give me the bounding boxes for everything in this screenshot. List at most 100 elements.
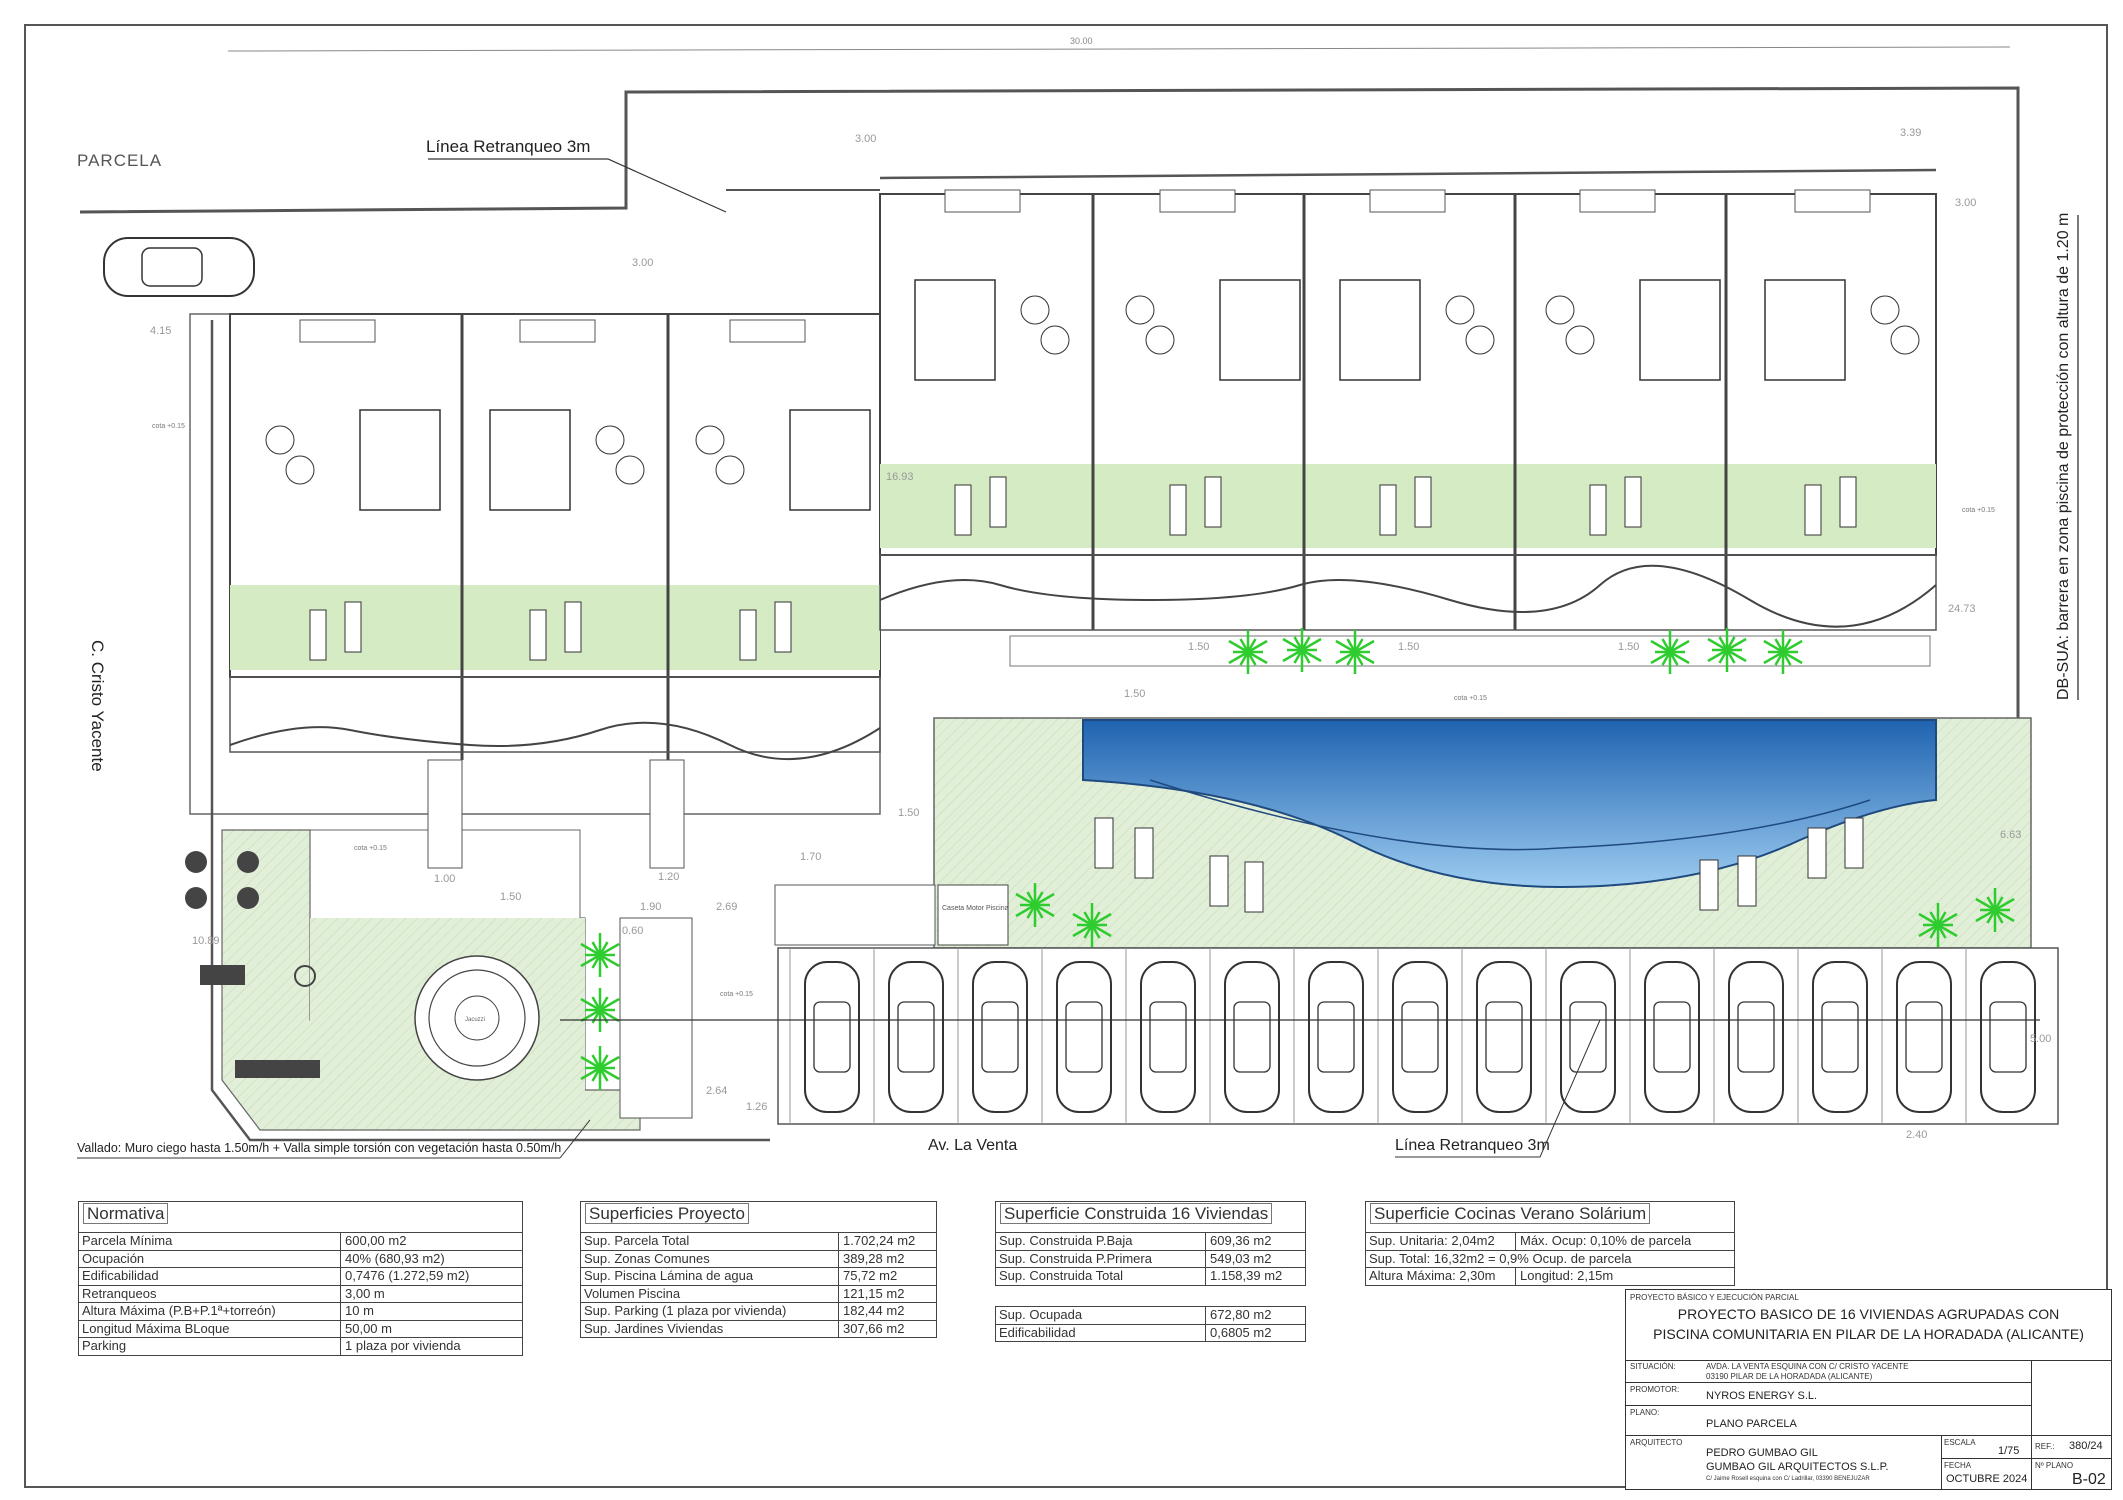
summer-kitchen-icon (519, 319, 596, 343)
row-label: Retranqueos (79, 1285, 341, 1302)
palm-frond (599, 942, 620, 957)
chair-icon (1465, 325, 1495, 355)
row-label: Longitud Máxima BLoque (79, 1320, 341, 1337)
terrace-garden-right (880, 464, 1936, 548)
car-roof (1233, 1001, 1271, 1073)
retranqueo-label-bottom: Línea Retranqueo 3m (1395, 1137, 1550, 1154)
gym-equipment-icon (185, 851, 320, 1078)
db-sua-note: DB-SUA: barrera en zona piscina de prote… (2055, 213, 2072, 700)
palm-frond (1091, 912, 1112, 927)
row-label: Sup. Jardines Viviendas (581, 1320, 839, 1337)
palm-frond (1301, 648, 1322, 663)
jacuzzi-icon (414, 955, 540, 1081)
sun-lounger-icon (564, 601, 582, 653)
car-roof (1737, 1001, 1775, 1073)
sun-lounger-icon (1839, 476, 1857, 528)
car-roof (1317, 1001, 1355, 1073)
arquitecto-firm: GUMBAO GIL ARQUITECTOS S.L.P. (1706, 1461, 1889, 1473)
dimension-total-width: 30.00 (1070, 36, 1093, 46)
terrace-garden-left (230, 585, 880, 670)
palm-tree-icon (1015, 883, 1055, 927)
car-body (1140, 961, 1196, 1113)
chair-icon (1145, 325, 1175, 355)
dim: 3.00 (632, 257, 653, 269)
title-block: PROYECTO BÁSICO Y EJECUCIÓN PARCIAL PROY… (1625, 1289, 2112, 1490)
row-label: Sup. Zonas Comunes (581, 1250, 839, 1267)
palm-frond (599, 953, 620, 968)
car-icon (1980, 961, 2036, 1113)
palm-frond (1669, 650, 1690, 665)
dim: 2.40 (1906, 1129, 1927, 1141)
palm-frond (1034, 892, 1055, 907)
caseta-label: Caseta Motor Piscina (942, 905, 1009, 912)
dim: 3.39 (1900, 127, 1921, 139)
palm-frond (1763, 650, 1784, 665)
palm-frond (580, 1066, 601, 1081)
dim: 3.00 (855, 133, 876, 145)
table-title: Superficie Cocinas Verano Solárium (1370, 1203, 1651, 1224)
summer-kitchen-icon (1579, 189, 1656, 213)
row-value: 1.702,24 m2 (843, 1233, 916, 1248)
palm-frond (1669, 639, 1690, 654)
row-label: Sup. Construida P.Baja (996, 1233, 1206, 1250)
situacion-2: 03190 PILAR DE LA HORADADA (ALICANTE) (1706, 1372, 1873, 1381)
palm-frond (1091, 923, 1112, 938)
car-icon (1308, 961, 1364, 1113)
table-row: Sup. Parking (1 plaza por vivienda)182,4… (581, 1303, 936, 1321)
palm-frond (1782, 650, 1803, 665)
chair-icon (1020, 295, 1050, 325)
plano-num: B-02 (2072, 1471, 2106, 1488)
sun-lounger-icon (1589, 484, 1607, 536)
retranqueo-line-top (879, 168, 1937, 180)
dim: 1.50 (500, 891, 521, 903)
row-label: Edificabilidad (79, 1268, 341, 1285)
palm-frond (599, 1008, 620, 1023)
row-label: Sup. Piscina Lámina de agua (581, 1268, 839, 1285)
car-roof (1821, 1001, 1859, 1073)
car-icon (1056, 961, 1112, 1113)
cell: Longitud: 2,15m (1520, 1268, 1614, 1283)
row-value: 549,03 m2 (1210, 1250, 1272, 1266)
car-body (1896, 961, 1952, 1113)
fecha-label: FECHA (1944, 1461, 1972, 1470)
palm-trees (580, 628, 2015, 1090)
car-icon (1644, 961, 1700, 1113)
ref-label: REF.: (2035, 1442, 2055, 1451)
car-roof (813, 1001, 851, 1073)
car-body (1560, 961, 1616, 1113)
street-cristo-yacente: C. Cristo Yacente (88, 640, 107, 772)
superficie-construida-table: Superficie Construida 16 Viviendas Sup. … (995, 1201, 1306, 1286)
car-roof (981, 1001, 1019, 1073)
row-label: Sup. Construida Total (996, 1268, 1206, 1285)
dim: 1.90 (640, 901, 661, 913)
dimension-labels: 3.00 3.00 3.00 3.39 4.15 16.93 24.73 1.5… (150, 127, 2051, 1141)
palm-frond (580, 1055, 601, 1070)
cell: Sup. Unitaria: 2,04m2 (1366, 1233, 1516, 1250)
dim: 24.73 (1948, 603, 1976, 615)
arquitecto-label: ARQUITECTO (1630, 1438, 1683, 1447)
palm-tree-icon (1650, 630, 1690, 674)
situacion-1: AVDA. LA VENTA ESQUINA CON C/ CRISTO YAC… (1706, 1362, 1909, 1371)
palm-frond (1763, 639, 1784, 654)
palm-tree-icon (1282, 628, 1322, 672)
car-body (888, 961, 944, 1113)
car-body (1980, 961, 2036, 1113)
summer-kitchen-icon (1794, 189, 1871, 213)
chair-icon (715, 455, 745, 485)
car-body (1224, 961, 1280, 1113)
cota-label: cota +0.15 (354, 845, 387, 852)
cell: Sup. Total: 16,32m2 = 0,9% Ocup. de parc… (1369, 1250, 1632, 1266)
car-body (972, 961, 1028, 1113)
palm-tree-icon (1335, 630, 1375, 674)
plano-num-label: Nº PLANO (2035, 1461, 2074, 1470)
right-housing-block (879, 193, 1937, 667)
car-icon (1896, 961, 1952, 1113)
escala: 1/75 (1998, 1445, 2020, 1457)
row-label: Altura Máxima (P.B+P.1ª+torreón) (79, 1303, 341, 1320)
row-label: Ocupación (79, 1250, 341, 1267)
